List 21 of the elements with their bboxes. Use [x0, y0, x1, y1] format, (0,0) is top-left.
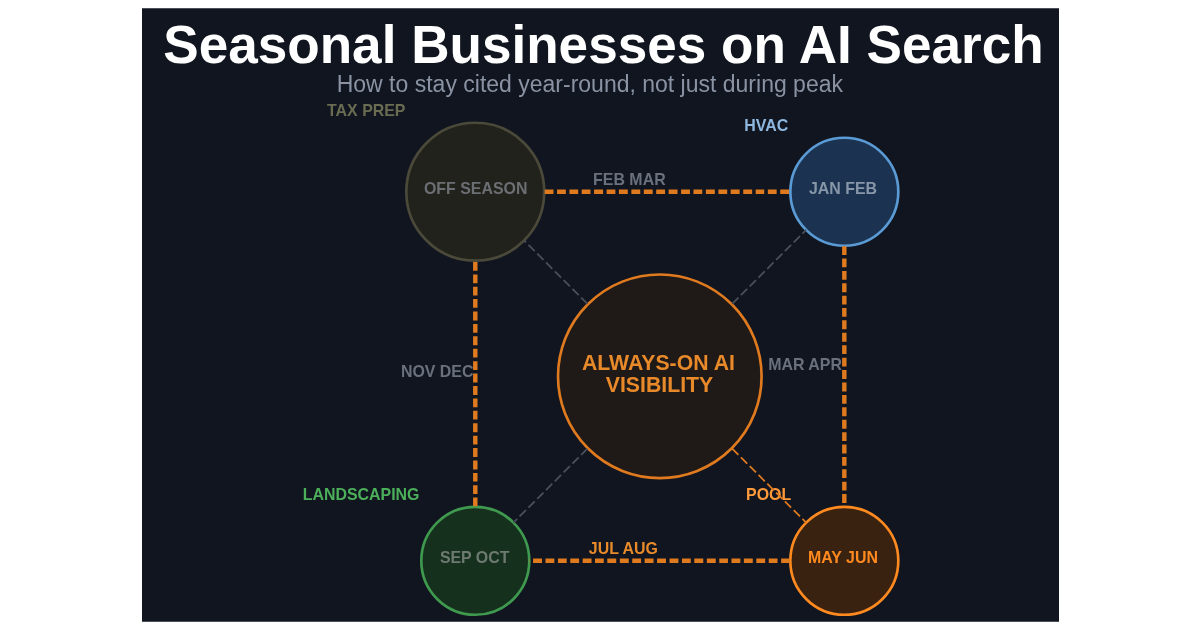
- connector: [512, 447, 588, 524]
- edge-label: FEB MAR: [592, 171, 666, 189]
- connector: [730, 447, 807, 524]
- connector: [544, 189, 790, 194]
- node-label: HVAC: [743, 117, 788, 135]
- node-circle: SEP OCT: [419, 505, 531, 617]
- edge-label: NOV DEC: [400, 362, 473, 380]
- node-circle: MAY JUN: [788, 505, 900, 617]
- node-circle: JAN FEB: [788, 136, 900, 248]
- connector: [841, 246, 847, 507]
- edge-label: MAR APR: [767, 355, 842, 373]
- edge-label: JUL AUG: [588, 540, 658, 558]
- connector: [522, 239, 588, 305]
- node-circle: ALWAYS-ON AI VISIBILITY: [556, 273, 763, 480]
- node-label: POOL: [745, 486, 791, 504]
- node-label: TAX PREP: [326, 102, 406, 120]
- node-circle: OFF SEASON: [404, 121, 546, 263]
- connector: [472, 260, 477, 507]
- node-label: LANDSCAPING: [302, 486, 419, 504]
- connector: [730, 229, 807, 305]
- connector: [528, 558, 790, 563]
